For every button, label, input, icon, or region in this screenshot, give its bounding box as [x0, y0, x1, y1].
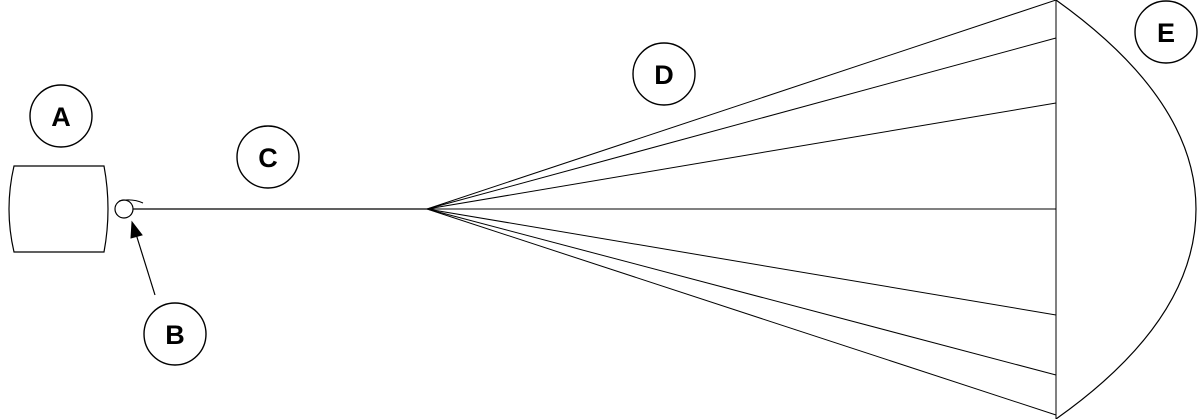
suspension-line	[426, 208, 1057, 376]
label-badge-e: E	[1134, 0, 1198, 64]
suspension-line	[426, 0, 1057, 210]
pointer-arrow-shaft	[135, 233, 156, 296]
payload-canister	[8, 165, 109, 253]
suspension-lines	[426, 0, 1057, 416]
label-a-text: A	[51, 102, 71, 132]
suspension-line	[426, 37, 1057, 210]
suspension-line	[426, 208, 1057, 316]
label-e-text: E	[1157, 18, 1175, 48]
label-badge-a: A	[29, 84, 93, 148]
swivel-ring-lead	[118, 199, 144, 204]
label-d-text: D	[654, 60, 674, 90]
suspension-line	[426, 208, 1057, 416]
label-badge-b: B	[143, 302, 207, 366]
label-c-text: C	[258, 143, 278, 173]
canopy-dome	[1055, 0, 1197, 419]
suspension-line	[426, 102, 1057, 210]
label-badge-c: C	[236, 125, 300, 189]
label-b-text: B	[165, 320, 185, 350]
pointer-arrow-head	[130, 220, 143, 239]
label-badge-d: D	[632, 42, 696, 106]
swivel-ring	[114, 199, 134, 219]
